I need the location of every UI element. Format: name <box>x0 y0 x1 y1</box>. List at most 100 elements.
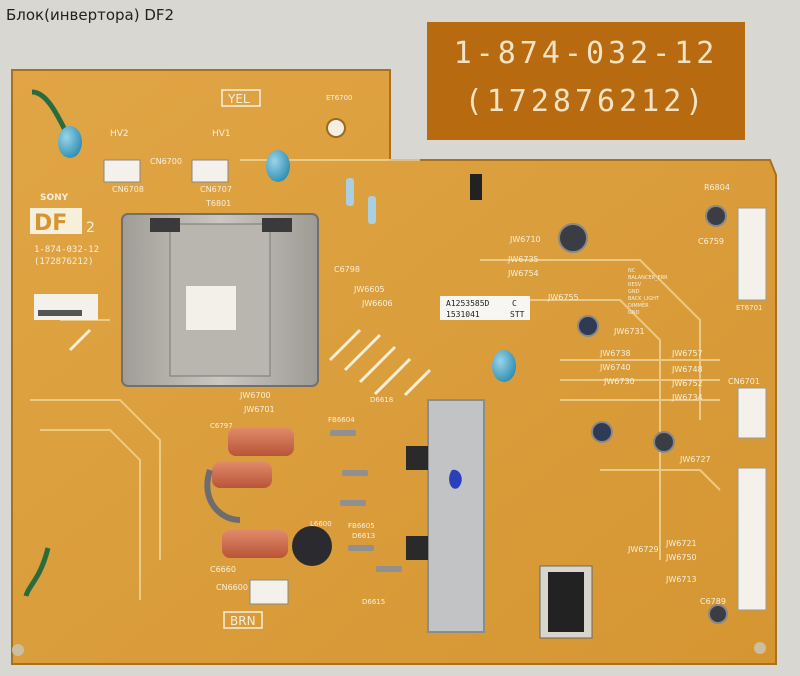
df-badge <box>30 208 82 234</box>
jw6713-label: JW6713 <box>665 575 697 584</box>
et6700-label: ET6700 <box>326 94 353 102</box>
ground-wire <box>23 547 51 597</box>
cn6708-label: CN6708 <box>112 185 144 194</box>
electrolytic-capacitor <box>558 223 588 253</box>
pin-label: BACK_LIGHT <box>628 296 660 302</box>
connector-pin-labels: NC BALANCER_ERR RESV GND BACK_LIGHT DIMM… <box>628 268 668 316</box>
film-capacitor <box>228 428 294 456</box>
et6701-label: ET6701 <box>736 304 763 312</box>
barcode <box>38 310 82 316</box>
transformer-clip <box>150 218 180 232</box>
d6613-label: D6613 <box>352 532 375 540</box>
jw6750-label: JW6750 <box>665 553 697 562</box>
jw6730-label: JW6730 <box>603 377 635 386</box>
jw6701-label: JW6701 <box>243 405 275 414</box>
c6660-label: C6660 <box>210 565 236 574</box>
pin-label: NC <box>628 268 636 274</box>
pin-label: GND <box>628 310 640 316</box>
mosfet <box>406 536 428 560</box>
jw6727-label: JW6727 <box>679 455 711 464</box>
part-number-plate: 1-874-032-12 (172876212) <box>427 22 745 140</box>
heatsink <box>427 399 485 633</box>
sticker-tag: STT <box>510 310 525 319</box>
electrolytic-capacitor <box>591 421 613 443</box>
mosfet <box>406 446 428 470</box>
mount-hole <box>326 118 346 138</box>
mount-hole <box>12 644 24 656</box>
wire-loop <box>204 469 241 523</box>
resistor <box>368 196 376 224</box>
board-part-code: (172876212) <box>34 257 94 267</box>
electrolytic-capacitor <box>653 431 675 453</box>
transformer-label <box>186 286 236 330</box>
ceramic-capacitor <box>266 150 290 182</box>
small-transformer-core <box>548 572 584 632</box>
board-sticker <box>440 296 530 320</box>
jw6738-label: JW6738 <box>599 349 631 358</box>
jw6731-label: JW6731 <box>613 327 645 336</box>
jw6755-label: JW6755 <box>547 293 579 302</box>
electrolytic-capacitor <box>705 205 727 227</box>
brn-label: BRN <box>230 614 256 628</box>
jw6700-label: JW6700 <box>239 391 271 400</box>
d6615-label: D6615 <box>362 598 385 606</box>
jw6748-label: JW6748 <box>671 365 703 374</box>
yel-label: YEL <box>227 92 250 106</box>
mount-hole <box>754 642 766 654</box>
yel-box <box>221 89 261 107</box>
pin-label: RESV <box>628 282 642 288</box>
cn6700-label: CN6700 <box>150 157 182 166</box>
jw6710-label: JW6710 <box>509 235 541 244</box>
plate-part-number: 1-874-032-12 <box>453 36 719 71</box>
electrolytic-capacitor <box>577 315 599 337</box>
transistor <box>470 174 482 200</box>
jw6721-label: JW6721 <box>665 539 697 548</box>
electrolytic-capacitor <box>708 604 728 624</box>
sony-brand: SONY <box>40 193 69 203</box>
pin-label: GND <box>628 289 640 295</box>
df-model: DF <box>34 211 67 236</box>
d6618-label: D6618 <box>370 396 393 404</box>
ceramic-capacitor <box>58 126 82 158</box>
pin-label: DIMMER <box>628 303 649 309</box>
df-suffix: 2 <box>86 220 95 236</box>
fb6605-label: FB6605 <box>348 522 375 530</box>
hv2-label: HV2 <box>110 129 129 139</box>
jw6754-label: JW6754 <box>507 269 539 278</box>
c6789-label: C6789 <box>700 597 726 606</box>
fb6604-label: FB6604 <box>328 416 355 424</box>
diode-array <box>330 430 402 572</box>
film-capacitor <box>222 530 288 558</box>
brn-box <box>223 611 263 629</box>
ceramic-capacitor <box>492 350 516 382</box>
jw6740-label: JW6740 <box>599 363 631 372</box>
ground-wire <box>31 89 68 132</box>
c6759-label: C6759 <box>698 237 724 246</box>
connector-cn6700 <box>737 207 767 301</box>
blue-marker <box>449 469 462 489</box>
jw6729-label: JW6729 <box>627 545 659 554</box>
film-capacitor <box>212 462 272 488</box>
c6798-label: C6798 <box>334 265 360 274</box>
cn6600-label: CN6600 <box>216 583 248 592</box>
jw6606-label: JW6606 <box>361 299 393 308</box>
resistor <box>346 178 354 206</box>
jw6735-label: JW6735 <box>507 255 539 264</box>
l6600-label: L6600 <box>310 520 332 528</box>
transformer-clip <box>262 218 292 232</box>
connector-cn6707 <box>191 159 229 183</box>
connector-right-lower <box>737 467 767 611</box>
sticker-code: A1253585D <box>446 299 490 308</box>
hv1-label: HV1 <box>212 129 231 139</box>
serial-sticker <box>34 294 98 320</box>
pcb-traces <box>30 159 721 600</box>
plate-part-code: (172876212) <box>464 84 708 119</box>
pin-label: BALANCER_ERR <box>628 275 668 281</box>
c6797-label: C6797 <box>210 422 233 430</box>
t6801-label: T6801 <box>205 199 231 208</box>
jw6605-label: JW6605 <box>353 285 385 294</box>
jw6752-label: JW6752 <box>671 379 703 388</box>
sticker-lot: 1531041 <box>446 310 480 319</box>
inductor-l6600 <box>292 526 332 566</box>
